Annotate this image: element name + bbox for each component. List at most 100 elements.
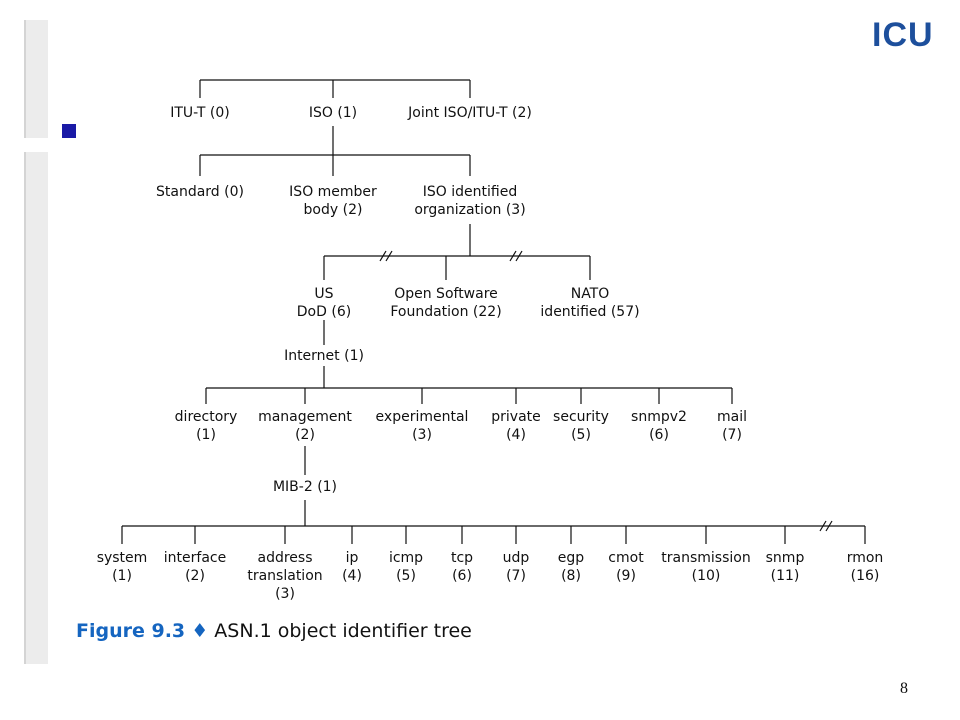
sidebar-bar-top [24, 20, 48, 138]
node-icmp-line: icmp [389, 550, 423, 566]
tree-labels: ITU-T (0) ISO (1) Joint ISO/ITU-T (2) Stand… [97, 105, 884, 602]
node-mail-line: mail [717, 409, 747, 425]
square-bullet-icon [62, 124, 76, 138]
node-cmot-line: cmot [608, 550, 644, 566]
node-mail-line: (7) [722, 427, 742, 443]
node-private-line: private [491, 409, 541, 425]
node-udp-line: (7) [506, 568, 526, 584]
node-experimental-line: experimental [376, 409, 469, 425]
node-snmp: snmp (11) [766, 550, 805, 584]
node-iso-1-line: ISO (1) [309, 105, 357, 121]
node-system-line: (1) [112, 568, 132, 584]
sidebar-bar-bottom [24, 152, 48, 664]
node-mail: mail (7) [717, 409, 747, 443]
node-interface-line: (2) [185, 568, 205, 584]
node-udp-line: udp [503, 550, 530, 566]
node-iso-identified-line: organization (3) [414, 202, 525, 218]
node-directory: directory (1) [175, 409, 238, 443]
break-mark [509, 250, 517, 262]
node-system-line: system [97, 550, 148, 566]
node-ip-line: ip [346, 550, 359, 566]
node-address-line: (3) [275, 586, 295, 602]
node-security-line: security [553, 409, 609, 425]
figure-caption-text: ASN.1 object identifier tree [214, 620, 472, 642]
node-open-software-foundation-22-line: Foundation (22) [390, 304, 501, 320]
node-mib-2-line: MIB-2 (1) [273, 479, 337, 495]
node-tcp-line: (6) [452, 568, 472, 584]
node-ip-line: (4) [342, 568, 362, 584]
node-cmot: cmot (9) [608, 550, 644, 584]
node-system: system (1) [97, 550, 148, 584]
node-internet: Internet (1) [284, 348, 364, 364]
tree-edges [121, 79, 866, 544]
node-nato-identified-57-line: NATO [571, 286, 610, 302]
node-udp: udp (7) [503, 550, 530, 584]
node-us-dod-6-line: DoD (6) [297, 304, 351, 320]
node-security-line: (5) [571, 427, 591, 443]
node-icmp: icmp (5) [389, 550, 423, 584]
node-tcp: tcp (6) [451, 550, 473, 584]
node-security: security (5) [553, 409, 609, 443]
node-itu-t-0-line: ITU-T (0) [170, 105, 230, 121]
node-directory-line: (1) [196, 427, 216, 443]
node-snmpv2-line: snmpv2 [631, 409, 687, 425]
node-interface: interface (2) [164, 550, 226, 584]
node-iso-member-line: body (2) [304, 202, 363, 218]
break-mark [385, 250, 393, 262]
page-number: 8 [900, 680, 908, 697]
node-private: private (4) [491, 409, 541, 443]
icu-logo: ICU [872, 16, 934, 54]
node-management-line: management [258, 409, 352, 425]
node-us-dod-6-line: US [314, 286, 333, 302]
node-us-dod-6: US DoD (6) [297, 286, 351, 320]
node-egp-line: egp [558, 550, 585, 566]
node-address: address translation (3) [247, 550, 322, 602]
node-private-line: (4) [506, 427, 526, 443]
node-experimental: experimental (3) [376, 409, 469, 443]
node-egp: egp (8) [558, 550, 585, 584]
figure-caption: Figure 9.3 ♦ ASN.1 object identifier tre… [76, 620, 472, 642]
node-rmon-line: rmon [847, 550, 884, 566]
node-snmp-line: (11) [771, 568, 800, 584]
node-open-software-foundation-22-line: Open Software [394, 286, 498, 302]
node-ip: ip (4) [342, 550, 362, 584]
node-nato-identified-57: NATO identified (57) [540, 286, 639, 320]
node-nato-identified-57-line: identified (57) [540, 304, 639, 320]
node-iso-member-line: ISO member [289, 184, 377, 200]
node-iso-identified-line: ISO identified [423, 184, 517, 200]
node-internet-line: Internet (1) [284, 348, 364, 364]
node-management-line: (2) [295, 427, 315, 443]
node-standard-0: Standard (0) [156, 184, 244, 200]
node-rmon-line: (16) [851, 568, 880, 584]
node-rmon: rmon (16) [847, 550, 884, 584]
break-mark [819, 520, 827, 532]
node-tcp-line: tcp [451, 550, 473, 566]
node-snmpv2-line: (6) [649, 427, 669, 443]
node-snmp-line: snmp [766, 550, 805, 566]
node-itu-t-0: ITU-T (0) [170, 105, 230, 121]
node-experimental-line: (3) [412, 427, 432, 443]
node-snmpv2: snmpv2 (6) [631, 409, 687, 443]
node-transmission-line: transmission [661, 550, 750, 566]
node-iso-1: ISO (1) [309, 105, 357, 121]
node-icmp-line: (5) [396, 568, 416, 584]
node-cmot-line: (9) [616, 568, 636, 584]
break-mark [825, 520, 833, 532]
node-mib-2: MIB-2 (1) [273, 479, 337, 495]
node-directory-line: directory [175, 409, 238, 425]
diamond-separator-icon: ♦ [191, 620, 209, 642]
node-standard-0-line: Standard (0) [156, 184, 244, 200]
break-mark [515, 250, 523, 262]
node-joint-iso-itu-t-2: Joint ISO/ITU-T (2) [407, 105, 532, 121]
break-mark [379, 250, 387, 262]
node-iso-identified: ISO identified organization (3) [414, 184, 525, 218]
node-address-line: address [257, 550, 312, 566]
node-egp-line: (8) [561, 568, 581, 584]
node-interface-line: interface [164, 550, 226, 566]
node-transmission-line: (10) [692, 568, 721, 584]
node-transmission: transmission (10) [661, 550, 750, 584]
figure-number: Figure 9.3 [76, 620, 186, 642]
node-address-line: translation [247, 568, 322, 584]
